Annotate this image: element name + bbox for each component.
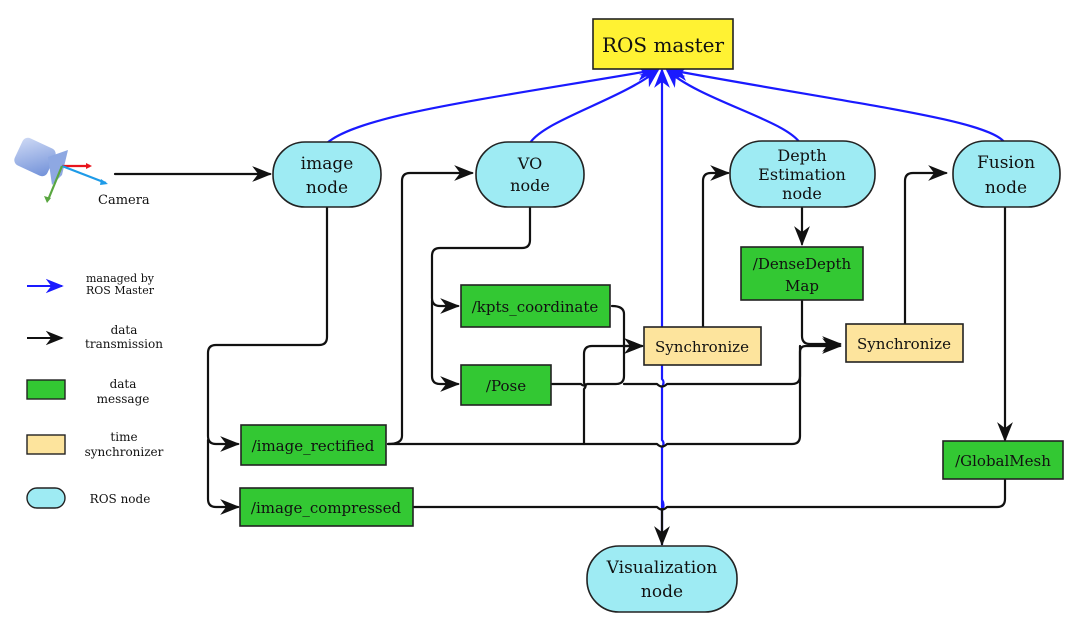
message-pose-label: /Pose (486, 377, 526, 395)
edge-globalmesh-to-viz (412, 477, 1007, 511)
legend-tan-box-icon (26, 434, 66, 455)
legend: managed by ROS Master data transmission … (26, 272, 164, 509)
visualization-node[interactable]: Visualization node (586, 545, 738, 613)
legend-managed-line2: ROS Master (86, 284, 155, 297)
synchronizer-1-label: Synchronize (655, 338, 749, 356)
edge-vo-to-messages (430, 205, 532, 314)
data-edges (113, 165, 1013, 546)
vo-node[interactable]: VO node (475, 141, 585, 208)
edge-sync2-to-fusion (903, 165, 948, 327)
edge-vo-to-pose (430, 298, 460, 392)
message-compressed-label: /image_compressed (251, 499, 402, 517)
message-rectified-label: /image_rectified (252, 437, 375, 455)
legend-time-synchronizer: time synchronizer (26, 430, 164, 459)
legend-managed-line1: managed by (86, 272, 155, 285)
legend-data-message: data message (26, 377, 150, 406)
edge-pose-right (622, 344, 802, 388)
legend-data-transmission: data transmission (27, 323, 163, 351)
edge-densedepth-to-sync2 (800, 298, 842, 352)
legend-message-line2: message (97, 392, 150, 406)
vo-node-label: VO (517, 154, 542, 173)
visualization-node-label: Visualization (606, 558, 718, 578)
fusion-node-label: Fusion (977, 153, 1035, 173)
legend-message-line1: data (110, 377, 137, 391)
message-pose[interactable]: /Pose (460, 364, 552, 406)
fusion-node[interactable]: Fusion node (952, 140, 1061, 208)
camera: Camera (14, 137, 150, 208)
legend-transmission-line2: transmission (85, 337, 163, 351)
edge-rectified-to-vo (386, 165, 474, 446)
legend-managed: managed by ROS Master (27, 272, 155, 297)
edge-rectified-to-sync1 (582, 338, 644, 446)
legend-sync-line1: time (110, 430, 137, 444)
legend-rosnode-label: ROS node (90, 492, 151, 506)
edge-fusion-to-master (668, 65, 1006, 144)
vo-node-sublabel: node (510, 176, 550, 195)
depth-node-label-1: Depth (777, 146, 826, 165)
depth-node-label-3: node (782, 184, 822, 203)
edge-rectified-right (386, 338, 842, 448)
edge-image-to-compressed (206, 438, 240, 515)
message-globalmesh-label: /GlobalMesh (955, 452, 1051, 470)
edge-image-to-master (326, 65, 657, 144)
message-image-compressed[interactable]: /image_compressed (239, 487, 414, 527)
message-image-rectified[interactable]: /image_rectified (240, 424, 387, 466)
ros-master-label: ROS master (602, 33, 725, 57)
visualization-node-sublabel: node (641, 582, 683, 602)
message-densedepth-label-2: Map (785, 277, 819, 295)
edge-pose-to-sync (550, 344, 626, 387)
legend-sync-line2: synchronizer (85, 445, 164, 459)
message-global-mesh[interactable]: /GlobalMesh (942, 440, 1064, 480)
edge-sync1-to-depth (701, 165, 730, 329)
image-node-sublabel: node (306, 178, 348, 198)
synchronizer-2-label: Synchronize (857, 335, 951, 353)
synchronizer-2[interactable]: Synchronize (845, 323, 964, 363)
image-node[interactable]: image node (272, 141, 382, 208)
camera-label: Camera (98, 193, 150, 208)
edge-viz-to-master (654, 68, 670, 545)
legend-green-box-icon (26, 379, 66, 400)
depth-node-label-2: Estimation (758, 165, 846, 184)
message-dense-depth-map[interactable]: /DenseDepth Map (740, 246, 864, 301)
legend-stadium-icon (26, 487, 66, 509)
message-kpts-coordinate[interactable]: /kpts_coordinate (460, 284, 611, 328)
depth-estimation-node[interactable]: Depth Estimation node (729, 140, 876, 208)
ros-master[interactable]: ROS master (592, 18, 734, 70)
message-kpts-label: /kpts_coordinate (472, 298, 599, 316)
legend-transmission-line1: data (111, 323, 138, 337)
fusion-node-sublabel: node (985, 178, 1027, 198)
edge-image-to-rectified (206, 205, 329, 452)
legend-ros-node: ROS node (26, 487, 151, 509)
synchronizer-1[interactable]: Synchronize (643, 326, 762, 366)
camera-icon (14, 137, 108, 203)
edge-vo-to-master (529, 68, 660, 144)
image-node-label: image (301, 154, 354, 174)
managed-edges (326, 65, 1006, 545)
message-densedepth-label-1: /DenseDepth (753, 255, 852, 273)
edge-kpts-to-sync1 (610, 304, 644, 354)
